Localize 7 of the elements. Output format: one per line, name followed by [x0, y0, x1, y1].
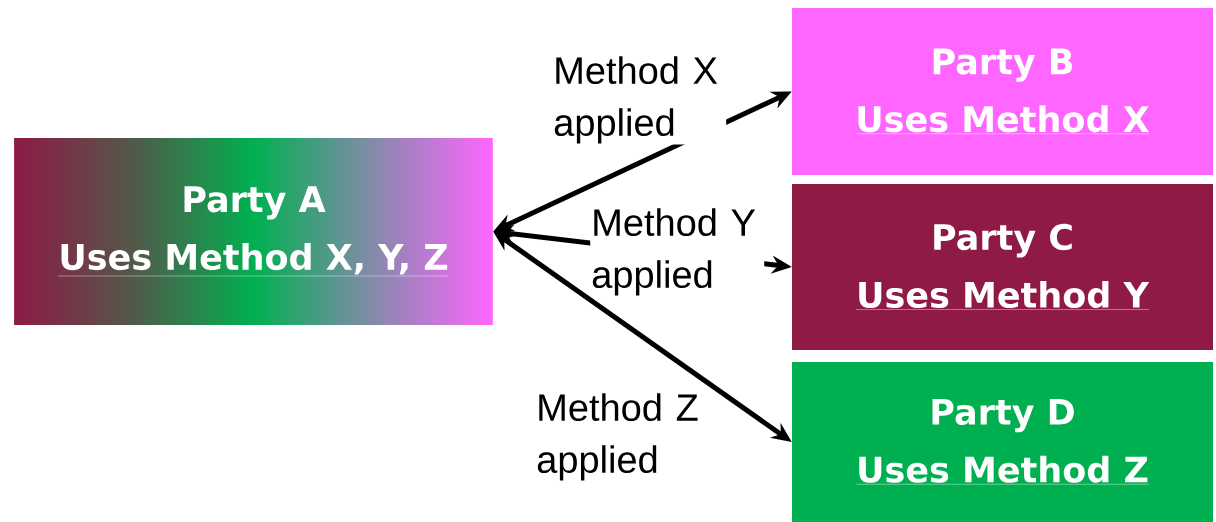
edge-label: Method Z applied	[535, 392, 710, 482]
party-box: Party A Uses Method X, Y, Z	[58, 186, 449, 277]
party-box: Party D Uses Method Z	[792, 362, 1213, 522]
party-box: Party B Uses Method X	[792, 8, 1213, 175]
edge-label: Method X applied	[552, 55, 727, 145]
party-box: Party C Uses Method Y	[792, 184, 1213, 350]
edge-label: Method Y applied	[590, 207, 765, 297]
